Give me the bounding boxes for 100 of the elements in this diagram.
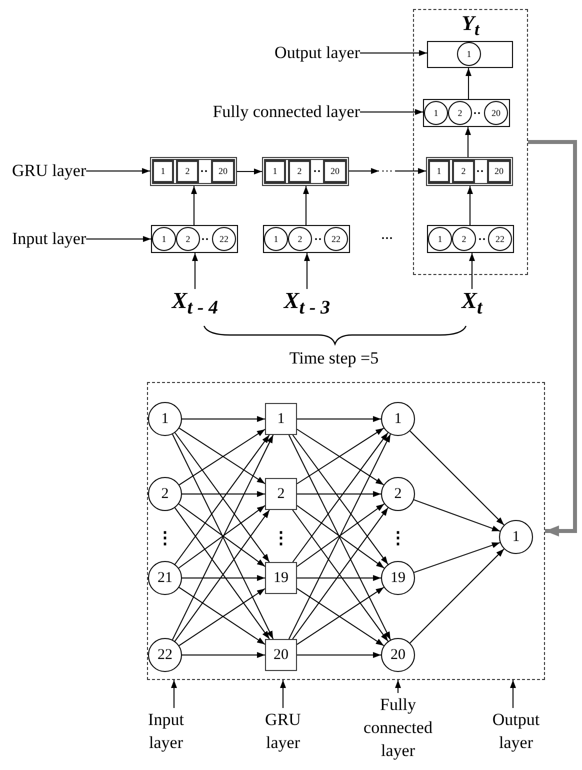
arrow [348,168,380,174]
layer-label: Output layer [481,708,551,756]
arrow [182,652,266,658]
layer-label: Input layer [131,708,201,756]
arrow [414,542,500,573]
input-symbol: X$_{t - 4}$ [170,289,220,317]
neuron-circle: 22 [212,227,236,251]
neuron-circle: 2 [452,227,476,251]
neuron-circle: 20 [484,101,508,125]
layer-label: Fully connected layer [150,102,360,122]
ellipsis: ·· [473,107,481,119]
neuron-circle: 21 [148,561,182,595]
neuron-circle: 20 [381,638,415,672]
layer-label: Input layer [12,229,86,249]
arrow [296,652,382,658]
gru-unit: 20 [211,160,235,183]
gru-unit: 1 [264,160,286,183]
gru-unit: 19 [265,562,297,594]
arrow [467,186,473,226]
arrow [465,126,471,158]
layer-label: GRU layer [12,161,86,181]
arrow [296,575,382,581]
neuron-circle: 1 [381,402,415,436]
ellipsis: ·· [201,233,209,245]
neuron-circle: 22 [148,638,182,672]
gru-layer-box [426,157,513,186]
gru-unit: 2 [288,160,311,183]
arrow [171,680,177,708]
arrow [86,168,150,174]
output-symbol: Y$_{t}$ [462,13,480,39]
arrow [192,252,198,290]
neuron-circle: 22 [324,227,348,251]
neuron-circle: 2 [288,227,312,251]
layer-label: Output layer [200,43,360,63]
layer-box [427,225,514,253]
layer-label: Fully connected layer [358,693,438,763]
arrow [413,499,501,532]
ellipsis: ·· [313,165,321,177]
gru-unit: 2 [452,160,475,183]
input-symbol: X$_{t}$ [455,289,489,317]
dashed-frame [413,9,528,275]
arrow [410,548,504,644]
ellipsis: ·· [478,233,486,245]
layer-box [423,99,510,127]
neuron-circle: 19 [381,561,415,595]
gru-unit: 1 [265,403,297,435]
layer-label: GRU layer [248,708,318,756]
neuron-circle: 1 [264,227,288,251]
arrow [510,680,516,708]
gru-unit: 20 [323,160,347,183]
arrow [280,680,286,708]
arrow [296,416,382,422]
neuron-circle: 1 [428,227,452,251]
gru-unit: 20 [265,639,297,671]
gru-unit: 2 [265,478,297,510]
gru-layer-box [262,157,349,186]
arrow [528,140,577,536]
ellipsis: ⋮ [156,530,174,546]
arrow [394,168,426,174]
arrow [303,186,309,226]
arrow [304,252,310,290]
arrow [360,109,424,115]
arrow [182,491,266,497]
arrow [360,50,428,56]
input-symbol: X$_{t - 3}$ [282,289,332,317]
layer-box [427,41,513,68]
arrow [469,252,475,290]
layer-box [151,225,238,253]
ellipsis: ·· [314,233,322,245]
gru-layer-box [150,157,237,186]
neuron-circle: 1 [152,227,176,251]
neuron-circle: 1 [424,101,448,125]
arrow [182,575,266,581]
dashed-frame [147,382,545,680]
neuron-circle: 22 [488,227,512,251]
ellipsis: ··· [381,232,393,244]
neuron-circle: 1 [148,402,182,436]
ellipsis: ·· [476,165,484,177]
gru-unit: 1 [428,160,450,183]
layer-box [263,225,350,253]
neuron-circle: 2 [448,101,472,125]
neuron-circle: 2 [148,477,182,511]
arrow [395,680,401,694]
gru-unit: 20 [487,160,511,183]
ellipsis: ·· [200,165,208,177]
time-step-label: Time step =5 [289,350,379,366]
arrow [182,416,266,422]
ellipsis: ··· [379,162,395,180]
neuron-circle: 1 [499,520,533,554]
neuron-circle: 2 [381,477,415,511]
ellipsis: ⋮ [390,530,406,546]
neuron-circle: 1 [457,42,481,66]
arrow [86,236,152,242]
gru-unit: 1 [152,160,174,183]
arrow [296,491,382,497]
arrow [236,168,262,174]
arrow [410,430,504,526]
neuron-circle: 2 [176,227,200,251]
arrow [191,186,197,226]
arrow [466,68,472,100]
